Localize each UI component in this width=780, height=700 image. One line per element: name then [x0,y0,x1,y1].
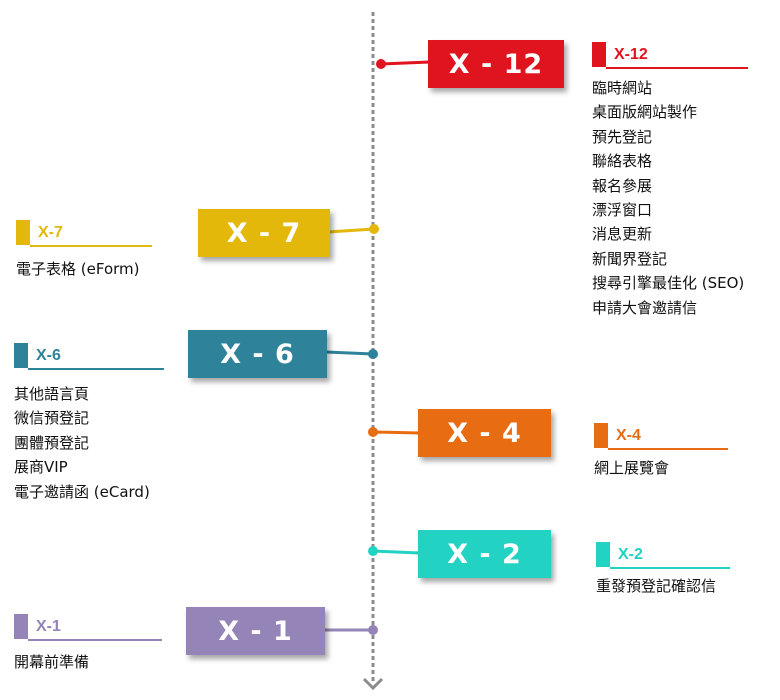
task-item: 電子表格 (eForm) [16,260,140,278]
milestone-label-x2: X-2 [596,542,736,570]
milestone-label-x4: X-4 [594,423,734,451]
label-title: X-7 [38,224,63,241]
milestone-label-x6: X-6 [14,343,166,371]
connector-x7 [327,227,375,234]
label-underline [610,567,730,569]
connector-dot-x12 [376,59,386,69]
task-item: 重發預登記確認信 [596,577,717,595]
label-bar [14,343,28,368]
milestone-box-x12: X - 12 [428,40,564,88]
connector-x12 [380,60,431,66]
milestone-box-x6: X - 6 [188,330,327,378]
label-bar [594,423,608,448]
connector-x6 [325,350,374,356]
task-item: 臨時網站 [592,79,653,97]
milestone-box-x7: X - 7 [198,209,330,257]
task-item: 報名參展 [592,176,653,195]
label-title: X-12 [614,46,648,63]
task-item: 電子邀請函 (eCard) [14,482,150,501]
task-list-x7: 電子表格 (eForm) [16,257,140,281]
task-list-x2: 重發預登記確認信 [596,574,716,598]
milestone-label-x12: X-12 [592,42,752,70]
task-item: 開幕前準備 [14,653,90,671]
connector-dot-x2 [368,546,378,556]
label-underline [30,245,152,247]
task-item: 新聞界登記 [592,249,668,268]
task-item: 展商VIP [14,458,68,477]
connector-x4 [372,430,421,435]
task-list-x1: 開幕前準備 [14,650,89,674]
label-bar [596,542,610,567]
task-list-x6: 其他語言頁微信預登記團體預登記展商VIP 電子邀請函 (eCard) [14,382,150,504]
task-item: 桌面版網站製作 [592,103,698,122]
label-bar [14,614,28,639]
milestone-label-x1: X-1 [14,614,166,642]
task-item: 消息更新 [592,225,653,244]
label-title: X-1 [36,618,61,635]
label-title: X-4 [616,427,641,444]
task-item: 申請大會邀請信 [592,298,698,317]
label-title: X-6 [36,347,61,364]
task-item: 漂浮窗口 [592,201,653,220]
task-item: 團體預登記 [14,433,90,452]
label-bar [16,220,30,245]
task-list-x4: 網上展覽會 [594,456,669,480]
milestone-box-x2: X - 2 [418,530,551,578]
connector-dot-x7 [369,224,379,234]
label-underline [28,368,164,370]
label-bar [592,42,606,67]
milestone-label-x7: X-7 [16,220,156,248]
label-underline [608,448,728,450]
task-item: 搜尋引擎最佳化 (SEO) [592,274,745,293]
connector-dot-x4 [368,427,378,437]
connector-dot-x6 [368,349,378,359]
connector-x2 [372,549,421,555]
task-item: 預先登記 [592,127,653,146]
task-item: 聯絡表格 [592,152,653,171]
label-underline [28,639,162,641]
task-item: 其他語言頁 [14,385,90,403]
label-title: X-2 [618,546,643,563]
label-underline [606,67,748,69]
milestone-box-x4: X - 4 [418,409,551,457]
task-list-x12: 臨時網站桌面版網站製作預先登記聯絡表格報名參展漂浮窗口消息更新新聞界登記搜尋引擎… [592,76,744,320]
task-item: 微信預登記 [14,409,90,428]
timeline-arrow-down-icon [362,677,384,691]
connector-dot-x1 [368,625,378,635]
milestone-box-x1: X - 1 [186,607,325,655]
task-item: 網上展覽會 [594,459,670,477]
